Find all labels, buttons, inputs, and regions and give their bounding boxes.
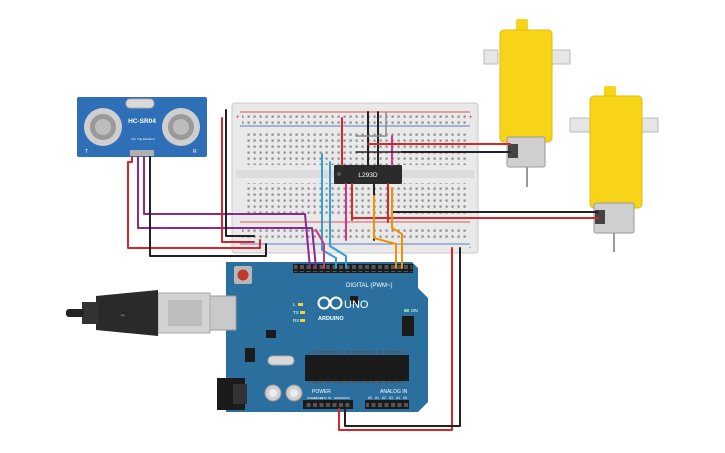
svg-text:Trig: Trig: [137, 137, 142, 141]
l293d-chip[interactable]: L293D: [334, 165, 402, 184]
wire-orange-2: [373, 195, 397, 269]
sensor-r-mark: R: [193, 149, 197, 155]
svg-text:3.3V: 3.3V: [321, 396, 327, 400]
dc-motor-2[interactable]: [569, 86, 659, 252]
svg-text:Vin: Vin: [346, 396, 350, 400]
svg-text:+: +: [469, 115, 473, 121]
svg-text:Echo: Echo: [143, 137, 150, 141]
wire-sensor-gnd: [149, 156, 267, 257]
on-led: [404, 309, 409, 312]
svg-text:A1: A1: [375, 396, 379, 400]
usb-cable: ⌁: [66, 290, 211, 336]
svg-text:IOREF: IOREF: [307, 396, 316, 400]
svg-text:A2: A2: [382, 396, 386, 400]
wire-blue-2: [329, 161, 347, 269]
l-led: [298, 303, 303, 306]
brand-text: ARDUINO: [318, 316, 344, 322]
crystal: [267, 355, 295, 366]
svg-text:+: +: [236, 115, 240, 121]
wire-power-red: [338, 247, 453, 431]
wires: [127, 109, 599, 431]
l-led-label: L: [293, 302, 296, 307]
svg-text:GND: GND: [340, 396, 346, 400]
svg-text:Gnd: Gnd: [149, 137, 155, 141]
arduino-uno-board: UNO ARDUINO DIGITAL (PWM~) L TX RX ON PO…: [205, 262, 428, 412]
wire-blue-1: [321, 153, 337, 269]
wire-chip-gray: [355, 111, 387, 137]
dc-motor-1[interactable]: [483, 19, 571, 187]
arduino-logo: UNO ARDUINO: [317, 296, 369, 322]
svg-text:A3: A3: [389, 396, 393, 400]
sensor-model-label: HC-SR04: [128, 118, 156, 125]
tx-label: TX: [293, 310, 299, 315]
power-label: POWER: [312, 389, 331, 395]
digital-label: DIGITAL (PWM~): [346, 283, 393, 289]
sensor-pin-labels: Vcc Trig Echo Gnd: [131, 137, 155, 141]
wire-pink-board: [315, 229, 325, 269]
svg-text:A4: A4: [396, 396, 400, 400]
rx-label: RX: [293, 318, 299, 323]
analog-label: ANALOG IN: [380, 389, 408, 395]
wire-orange-1: [391, 187, 403, 269]
chip-label: L293D: [358, 172, 377, 179]
svg-text:A5: A5: [403, 396, 407, 400]
on-led-label: ON: [411, 308, 418, 313]
wire-sensor-vcc: [127, 156, 261, 249]
hc-sr04-sensor[interactable]: HC-SR04 T R Vcc Trig Echo Gnd: [77, 97, 207, 157]
wire-rail-black: [225, 109, 255, 237]
sensor-t-mark: T: [85, 149, 88, 155]
power-pin-labels: IOREF RESET 3.3V 5V GND GND Vin: [307, 396, 350, 400]
wire-rail-red: [221, 117, 255, 243]
svg-text:Vcc: Vcc: [131, 137, 137, 141]
svg-text:5V: 5V: [328, 396, 332, 400]
svg-text:-: -: [469, 245, 471, 251]
wire-sensor-echo: [143, 156, 311, 269]
svg-text:RESET: RESET: [314, 396, 324, 400]
svg-text:GND: GND: [334, 396, 340, 400]
atmega-chip: [305, 355, 409, 381]
uno-logo-text: UNO: [344, 299, 369, 311]
svg-text:A0: A0: [368, 396, 372, 400]
svg-text:⌁: ⌁: [120, 310, 125, 320]
wire-power-black: [344, 247, 461, 427]
analog-pin-labels: A0 A1 A2 A3 A4 A5: [368, 396, 407, 400]
usb-jack: [205, 295, 237, 331]
